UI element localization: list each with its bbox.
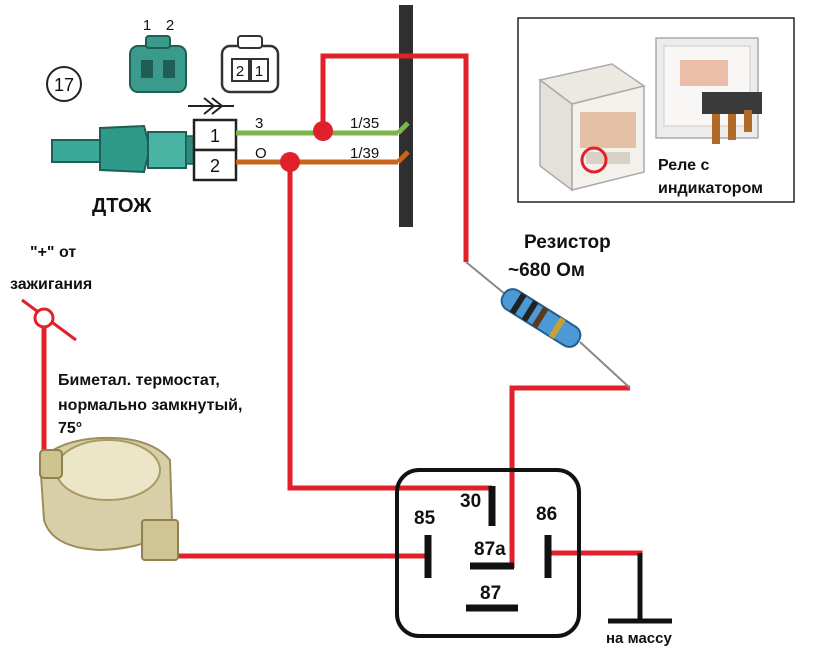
- pin-box-1: 1: [192, 118, 238, 152]
- sensor-number-badge: 17: [46, 66, 82, 102]
- connector-pin-label-2: 2: [166, 17, 174, 34]
- ground-symbol: [608, 553, 672, 624]
- junction-dot-orange: [280, 152, 300, 172]
- relay-symbol: [395, 468, 581, 638]
- thermostat-icon: [38, 436, 179, 561]
- relay-pin-85: 85: [414, 508, 436, 529]
- connector-view-label-1: 1: [255, 63, 263, 80]
- relay-photo-panel: Реле с индикатором: [517, 17, 795, 203]
- ground-label: на массу: [606, 630, 672, 647]
- harness-label-1-39: 1/39: [350, 145, 379, 162]
- connector-pin-label-1: 1: [143, 17, 151, 34]
- relay-pin-30: 30: [460, 491, 481, 512]
- connector-view-label-2: 2: [236, 63, 244, 80]
- thermostat-label-3: 75°: [58, 420, 82, 437]
- harness-label-1-35: 1/35: [350, 115, 379, 132]
- harness-connector-icon: 2 1: [220, 35, 280, 94]
- resistor-title: Резистор: [524, 232, 611, 253]
- sensor-number: 17: [54, 75, 74, 95]
- ignition-fuse-icon: [21, 298, 77, 342]
- relay-pin-86: 86: [536, 504, 557, 525]
- sensor-connector-icon: 1 2: [129, 17, 187, 93]
- pin-box-2: 2: [192, 148, 238, 182]
- photo-caption-2: индикатором: [658, 180, 763, 197]
- wire-harness: [399, 5, 413, 227]
- svg-text:2: 2: [210, 156, 220, 176]
- mating-arrow-icon: [188, 97, 234, 115]
- wire-label-o: О: [255, 145, 267, 162]
- relay-pin-87a: 87а: [474, 539, 506, 560]
- ignition-label-2: зажигания: [10, 276, 92, 293]
- photo-caption-1: Реле с: [658, 157, 709, 174]
- thermostat-label-1: Биметал. термостат,: [58, 372, 220, 389]
- temperature-sensor-icon: [51, 124, 195, 174]
- relay-photo-box: [655, 37, 762, 144]
- relay-photo-transparent: [538, 63, 646, 192]
- resistor-value: ~680 Ом: [508, 260, 585, 281]
- resistor-icon: [465, 261, 631, 389]
- junction-dot-green: [313, 121, 333, 141]
- relay-pin-87: 87: [480, 583, 501, 604]
- sensor-name: ДТОЖ: [92, 195, 152, 217]
- wire-label-3: 3: [255, 115, 263, 132]
- svg-text:1: 1: [210, 126, 220, 146]
- thermostat-label-2: нормально замкнутый,: [58, 397, 242, 414]
- ignition-label-1: "+" от: [30, 244, 76, 261]
